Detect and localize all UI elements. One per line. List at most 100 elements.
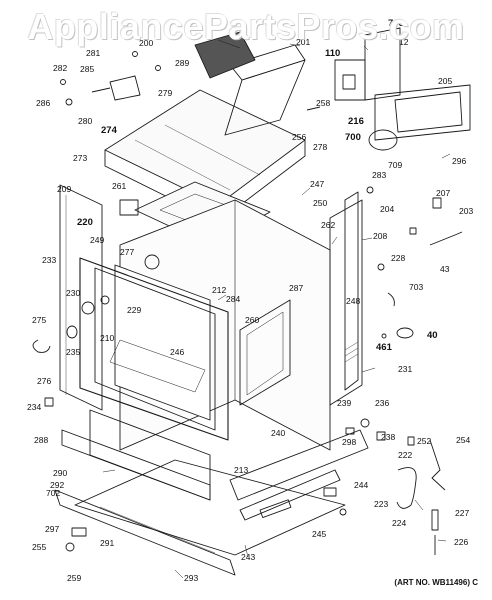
broil-element bbox=[396, 467, 417, 509]
callout-236: 236 bbox=[375, 398, 389, 408]
callout-258: 258 bbox=[316, 98, 330, 108]
callout-243: 243 bbox=[241, 552, 255, 562]
callout-224: 224 bbox=[392, 518, 406, 528]
front-frame bbox=[79, 257, 229, 441]
back-panel-708 bbox=[364, 27, 401, 101]
callout-297: 297 bbox=[45, 524, 59, 534]
callout-290: 290 bbox=[53, 468, 67, 478]
callout-229: 229 bbox=[127, 305, 141, 315]
side-trim bbox=[344, 191, 359, 391]
callout-250: 250 bbox=[313, 198, 327, 208]
callout-234: 234 bbox=[27, 402, 41, 412]
callout-260: 260 bbox=[245, 315, 259, 325]
callout-261: 261 bbox=[112, 181, 126, 191]
top-ribs bbox=[134, 139, 231, 191]
manifold-panel bbox=[229, 429, 369, 501]
callout-220: 220 bbox=[77, 217, 93, 228]
callout-280: 280 bbox=[78, 116, 92, 126]
callout-703: 703 bbox=[409, 282, 423, 292]
callout-286: 286 bbox=[36, 98, 50, 108]
callout-246: 246 bbox=[170, 347, 184, 357]
callout-244: 244 bbox=[354, 480, 368, 490]
callout-708: 708 bbox=[388, 18, 404, 29]
vent-screen bbox=[194, 31, 256, 79]
callout-248: 248 bbox=[346, 296, 360, 306]
burner-230 bbox=[81, 301, 95, 315]
harness-43 bbox=[429, 231, 463, 246]
callout-247: 247 bbox=[310, 179, 324, 189]
callout-210: 210 bbox=[100, 333, 114, 343]
right-side-panel bbox=[329, 199, 363, 406]
valve-bracket bbox=[109, 75, 141, 101]
bracket-40 bbox=[396, 327, 414, 339]
callout-249: 249 bbox=[90, 235, 104, 245]
bottom-frame bbox=[74, 459, 346, 556]
callout-230: 230 bbox=[66, 288, 80, 298]
callout-298: 298 bbox=[342, 437, 356, 447]
light-socket-275 bbox=[32, 339, 51, 353]
callout-292: 292 bbox=[50, 480, 64, 490]
callout-216: 216 bbox=[348, 116, 364, 127]
clip-703 bbox=[387, 292, 395, 307]
callout-203: 203 bbox=[459, 206, 473, 216]
callout-238: 238 bbox=[381, 432, 395, 442]
callout-255: 255 bbox=[32, 542, 46, 552]
callout-213: 213 bbox=[234, 465, 248, 475]
callout-259: 259 bbox=[67, 573, 81, 583]
callout-239: 239 bbox=[337, 398, 351, 408]
hinge-254 bbox=[429, 439, 446, 491]
callout-289: 289 bbox=[175, 58, 189, 68]
callout-278: 278 bbox=[313, 142, 327, 152]
callout-283: 283 bbox=[372, 170, 386, 180]
callout-228: 228 bbox=[391, 253, 405, 263]
callout-275: 275 bbox=[32, 315, 46, 325]
callout-461: 461 bbox=[376, 342, 393, 353]
rear-bracket-205 bbox=[374, 84, 471, 141]
callout-284: 284 bbox=[226, 294, 240, 304]
callout-282: 282 bbox=[53, 63, 67, 73]
callout-110: 110 bbox=[325, 48, 340, 59]
callout-200: 200 bbox=[139, 38, 153, 48]
callout-291: 291 bbox=[100, 538, 114, 548]
callout-256: 256 bbox=[292, 132, 306, 142]
art-number: (ART NO. WB11496) C bbox=[394, 578, 478, 587]
site-watermark: AppliancePartsPros.com bbox=[27, 6, 465, 47]
callout-226: 226 bbox=[454, 537, 468, 547]
callout-235: 235 bbox=[66, 347, 80, 357]
callout-240: 240 bbox=[271, 428, 285, 438]
oven-rack bbox=[109, 339, 206, 393]
callout-276: 276 bbox=[37, 376, 51, 386]
callout-287: 287 bbox=[289, 283, 303, 293]
callout-40: 40 bbox=[427, 330, 438, 341]
callout-296: 296 bbox=[452, 156, 466, 166]
callout-279: 279 bbox=[158, 88, 172, 98]
callout-262: 262 bbox=[321, 220, 335, 230]
callout-212: 212 bbox=[212, 285, 226, 295]
callout-277: 277 bbox=[120, 247, 134, 257]
kick-panel bbox=[54, 489, 236, 576]
callout-288: 288 bbox=[34, 435, 48, 445]
callout-222: 222 bbox=[398, 450, 412, 460]
callout-233: 233 bbox=[42, 255, 56, 265]
callout-227: 227 bbox=[455, 508, 469, 518]
callout-709: 709 bbox=[388, 160, 402, 170]
callout-231: 231 bbox=[398, 364, 412, 374]
callout-223: 223 bbox=[374, 499, 388, 509]
callout-273: 273 bbox=[73, 153, 87, 163]
callout-labels: 200 281 285 282 286 279 280 274 289 201 … bbox=[27, 18, 473, 583]
switch-207 bbox=[432, 197, 442, 209]
left-side-panel bbox=[59, 184, 103, 411]
callout-293: 293 bbox=[184, 573, 198, 583]
callout-700: 700 bbox=[345, 132, 361, 143]
oven-liner bbox=[114, 264, 211, 421]
callout-254: 254 bbox=[456, 435, 470, 445]
callout-208: 208 bbox=[373, 231, 387, 241]
fan-709 bbox=[368, 129, 398, 151]
callout-205: 205 bbox=[438, 76, 452, 86]
callout-12: 12 bbox=[399, 37, 409, 47]
callout-204: 204 bbox=[380, 204, 394, 214]
callout-245: 245 bbox=[312, 529, 326, 539]
callout-252: 252 bbox=[417, 436, 431, 446]
callout-43: 43 bbox=[440, 264, 450, 274]
